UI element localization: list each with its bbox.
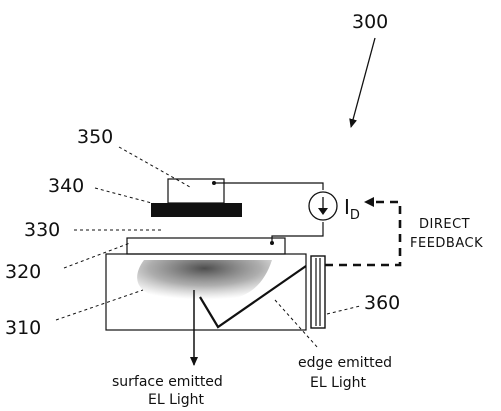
label-340: 340 — [48, 175, 84, 197]
feedback-label-line1: DIRECT — [419, 217, 470, 232]
label-310: 310 — [5, 317, 41, 339]
current-source — [308, 191, 338, 221]
edge-detector-360 — [310, 255, 326, 329]
current-source-label: ID — [344, 195, 360, 223]
leader-edge-light — [274, 299, 319, 349]
label-320: 320 — [5, 261, 41, 283]
label-330: 330 — [24, 219, 60, 241]
leader-360 — [326, 305, 361, 315]
contact-dot-top — [212, 181, 216, 185]
contact-dot — [270, 241, 274, 245]
thin-layer-320 — [126, 237, 286, 255]
emission-region — [137, 260, 272, 302]
leader-310 — [55, 289, 144, 321]
edge-light-ray — [199, 265, 307, 329]
leader-320 — [63, 242, 131, 269]
edge-light-line2: EL Light — [310, 375, 367, 391]
substrate-310 — [105, 253, 307, 331]
black-layer-340 — [151, 203, 242, 217]
figure-number: 300 — [352, 11, 388, 33]
label-350: 350 — [77, 126, 113, 148]
figure-pointer-arrow — [349, 37, 376, 128]
feedback-arrowhead — [364, 197, 374, 207]
leader-350 — [118, 146, 191, 188]
surface-light-line2: EL Light — [148, 392, 205, 408]
circuit-wire-bottom — [271, 222, 324, 242]
edge-light-line1: edge emitted — [298, 355, 392, 371]
circuit-wire-top — [214, 182, 324, 190]
label-360: 360 — [364, 292, 400, 314]
surface-light-line1: surface emitted — [112, 374, 223, 390]
feedback-label-line2: FEEDBACK — [410, 236, 483, 251]
